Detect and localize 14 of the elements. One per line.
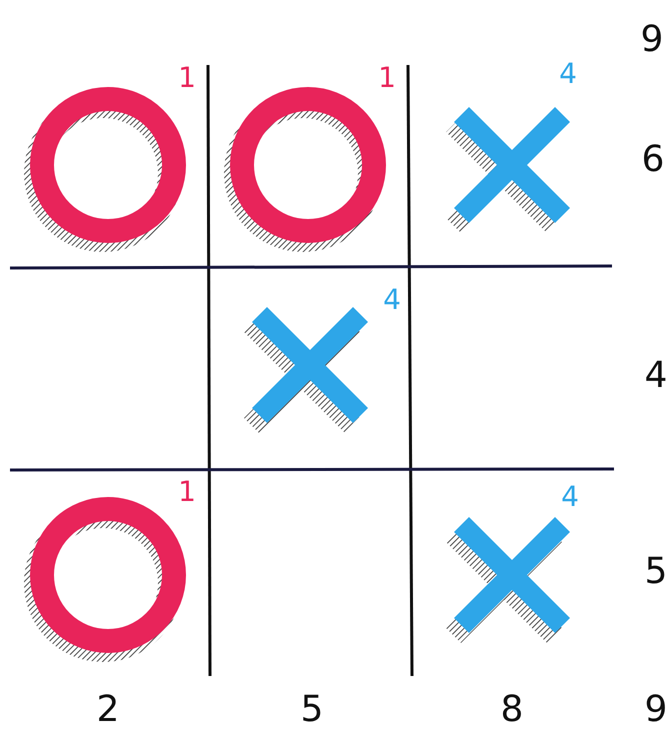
grid-number: 2 — [96, 692, 120, 728]
mark-number: 4 — [383, 286, 401, 314]
mark-number: 4 — [561, 483, 579, 511]
mark-number: 4 — [559, 60, 577, 88]
grid-number: 8 — [500, 692, 524, 728]
grid-number: 6 — [642, 142, 664, 178]
mark-number: 1 — [178, 478, 196, 506]
grid-number: 5 — [300, 692, 324, 728]
grid-number: 4 — [644, 358, 668, 394]
mark-number: 1 — [378, 64, 396, 92]
grid-number: 5 — [644, 554, 668, 590]
mark-number: 1 — [178, 64, 196, 92]
grid-number: 9 — [640, 22, 664, 58]
grid-number: 9 — [644, 692, 668, 728]
